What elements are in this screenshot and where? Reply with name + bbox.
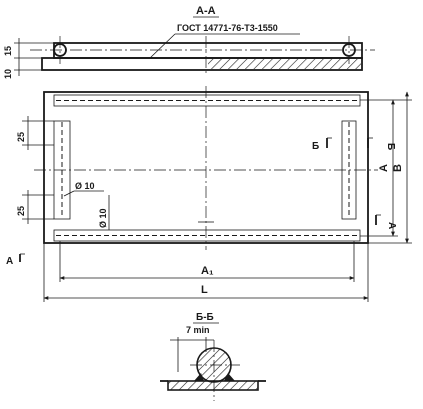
min-clearance-label: 7 min bbox=[186, 325, 210, 335]
dim-10-side: 10 bbox=[3, 69, 13, 79]
section-bb-view: Б-Б 7 min bbox=[160, 312, 266, 401]
section-aa-title: А-А bbox=[196, 5, 216, 17]
section-aa-view: А-А ГОСТ 14771-76-Т3-1550 15 10 bbox=[3, 5, 375, 79]
dia-10-slot: Ø 10 bbox=[75, 181, 95, 191]
dim-b: B bbox=[392, 164, 404, 172]
bar-profile bbox=[53, 42, 363, 59]
plate-hatch bbox=[208, 59, 361, 69]
cut-mark-a-right: А bbox=[386, 222, 397, 229]
cut-mark-a-left: А bbox=[6, 256, 13, 267]
dim-a1: A₁ bbox=[201, 265, 214, 277]
gost-leader-line bbox=[149, 33, 176, 59]
section-bb-title: Б-Б bbox=[196, 312, 214, 323]
bottom-bar bbox=[53, 229, 361, 242]
weld-fillet-right bbox=[224, 373, 235, 381]
dim-a: A bbox=[378, 164, 390, 172]
dia-10-bar: Ø 10 bbox=[98, 208, 108, 228]
plate-section bbox=[167, 380, 259, 391]
cut-mark-b-left: Б bbox=[312, 141, 319, 152]
dim-l: L bbox=[201, 284, 208, 296]
dim-15: 15 bbox=[3, 46, 13, 56]
dia-10-slot-leader bbox=[63, 190, 75, 197]
cut-mark-b-right: Б bbox=[385, 143, 396, 150]
weld-fillet-left bbox=[194, 373, 204, 381]
top-bar bbox=[53, 94, 361, 107]
dim-25-bottom: 25 bbox=[16, 206, 26, 216]
dim-25-top: 25 bbox=[16, 132, 26, 142]
gost-weld-label: ГОСТ 14771-76-Т3-1550 bbox=[177, 23, 278, 33]
plan-view: 25 25 Ø 10 Ø 10 Б Б А А B A bbox=[6, 86, 412, 302]
